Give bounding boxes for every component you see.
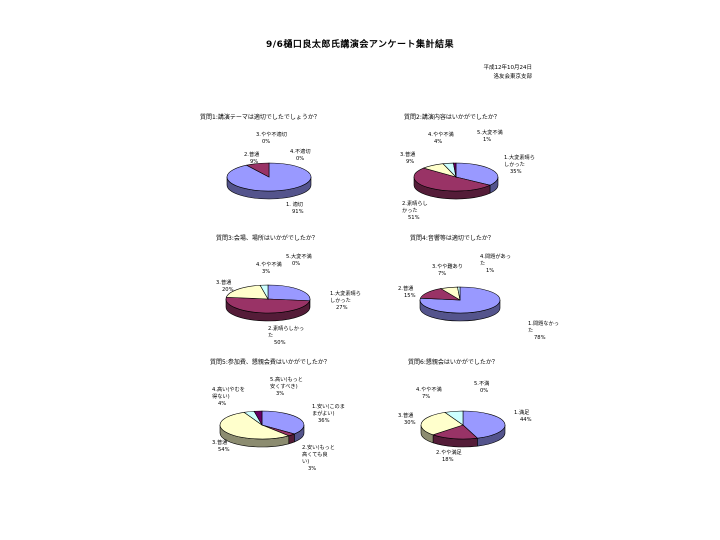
report-date: 平成12年10月24日 [483,65,533,71]
chart-title: 質問6:懇親会はいかがでしたか？ [408,359,498,366]
pie-slice-label: 4.問題があった1% [480,252,511,274]
pie-slice [245,162,270,178]
pie-slice [259,284,269,301]
chart-title: 質問4:音響等は適切でしたか？ [410,235,494,242]
pie-slice [253,410,263,427]
pie-slice-label: 1.安い(このままがよい)36% [312,402,345,424]
pie-slice [225,296,311,314]
pie-slice [413,167,491,192]
page-title: 9/6樋口良太郎氏講演会アンケート集計結果 [266,40,454,50]
chart-title: 質問3:会場、場所はいかがでしたか？ [216,235,318,242]
chart-q5: 質問5:参加費、懇親会費はいかがでしたか？ 1.安い(このままがよい)36% 2.… [210,357,380,472]
pie-slice [455,162,499,186]
chart-title: 質問2:講演内容はいかがでしたか？ [404,114,500,121]
report-org: 洛友会東京支部 [493,74,532,80]
pie-slice [462,410,506,439]
chart-title: 質問5:参加費、懇親会費はいかがでしたか？ [210,359,330,366]
pie-slice [453,162,457,178]
pie-slice [225,284,269,300]
pie-slice [457,286,461,301]
pie-slice [444,410,464,426]
report-meta: 平成12年10月24日 洛友会東京支部 [484,64,533,82]
pie-slice [432,424,479,440]
pie-slice [261,410,305,435]
pie-slice-label: 1.問題なかった78% [528,320,559,341]
pie-slice-label: 5.高い(もっと安くすべき)3% [270,375,303,397]
pie-slice-label: 2.素晴らしかった50% [268,324,304,346]
pie-slice-label: 4.高い(やむを得ない)4% [212,385,245,407]
chart-title: 質問1:講演テーマは適切でしたでしょうか？ [200,114,320,121]
pie-slice [267,284,311,302]
pie-slice-label: 2.安い(もっと高くても良い)3% [302,443,335,472]
pie-slice [219,412,290,440]
